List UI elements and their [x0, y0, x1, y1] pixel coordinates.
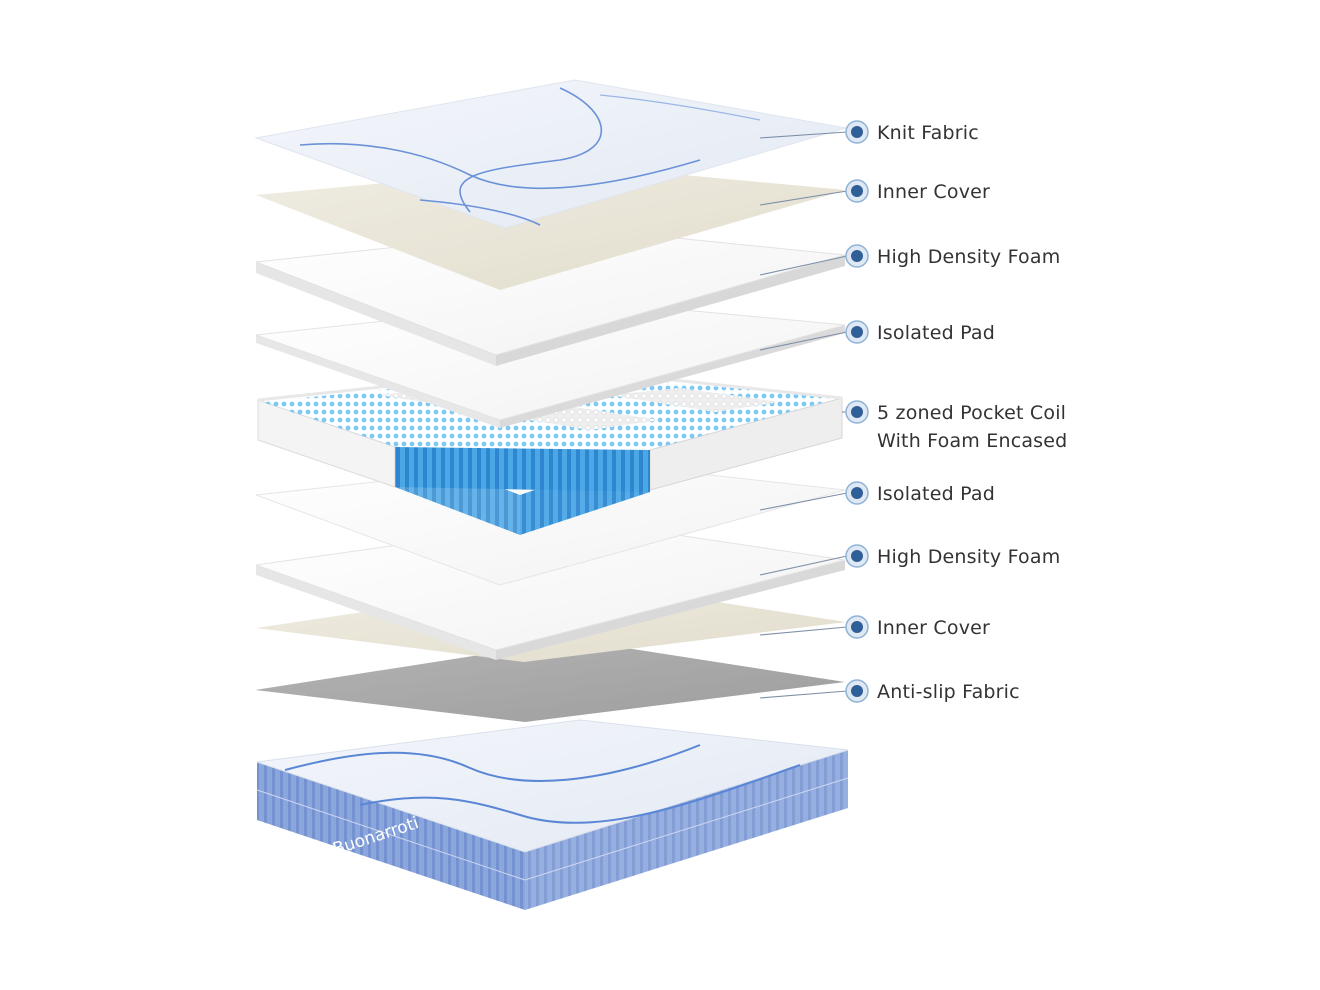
layer-inner-cover-top [256, 165, 846, 290]
label-isolated-pad-bottom: Isolated Pad [877, 483, 995, 505]
layer-high-density-foam-bottom [255, 519, 846, 660]
label-pocket-coil: 5 zoned Pocket Coil [877, 402, 1066, 424]
knit-fabric-stripe [599, 94, 761, 121]
label-high-density-foam-bottom: High Density Foam [877, 546, 1060, 568]
label-inner-cover-top: Inner Cover [877, 181, 990, 203]
callout-dot-high-density-foam-top [851, 250, 863, 262]
foam-top-edge [256, 262, 496, 366]
knit-fabric-stripe [299, 142, 701, 190]
foam-bottom-edge [256, 565, 496, 660]
knit-fabric-stripe [459, 87, 603, 213]
layer-anti-slip-fabric [255, 640, 845, 722]
leader-line-anti-slip-fabric [759, 690, 848, 699]
leader-line-knit-fabric [759, 131, 848, 139]
knit-fabric-stripe [419, 199, 541, 226]
leader-line-inner-cover-bottom [759, 626, 848, 636]
isolated-pad-top-edge-right [500, 325, 845, 428]
coil-cutaway-front [395, 447, 520, 535]
label-inner-cover-bottom: Inner Cover [877, 617, 990, 639]
callout-dot-pocket-coil [851, 406, 863, 418]
label-anti-slip-fabric: Anti-slip Fabric [877, 681, 1020, 703]
leader-line-isolated-pad-bottom [759, 492, 848, 511]
label-pocket-coil-line2: With Foam Encased [877, 430, 1067, 452]
label-knit-fabric: Knit Fabric [877, 122, 979, 144]
finished-mattress: Buonarroti [256, 719, 849, 910]
mattress-side-stripe [256, 777, 849, 881]
mattress-top-stripe [359, 764, 801, 824]
label-high-density-foam-top: High Density Foam [877, 246, 1060, 268]
inner-cover-top-sheet [256, 165, 846, 290]
callout-dot-high-density-foam-bottom [851, 550, 863, 562]
isolated-pad-top-edge [256, 335, 500, 428]
mattress-top-stripe [284, 744, 701, 782]
label-isolated-pad-top: Isolated Pad [877, 322, 995, 344]
callout-dot-inner-cover-bottom [851, 621, 863, 633]
leader-line-inner-cover-top [759, 190, 848, 206]
layer-pocket-coil [257, 366, 843, 535]
callout-dot-knit-fabric [851, 126, 863, 138]
foam-bottom-edge-right [496, 560, 845, 660]
leader-line-high-density-foam-top [759, 255, 848, 276]
mattress-side-front [257, 762, 525, 910]
mattress-side-right [525, 750, 848, 910]
coil-zone-white [610, 388, 780, 412]
layer-high-density-foam-top [255, 227, 846, 366]
coil-cutaway-front-right [520, 450, 650, 535]
callout-dot-isolated-pad-top [851, 326, 863, 338]
leader-line-isolated-pad-top [759, 331, 848, 351]
callout-dot-isolated-pad-bottom [851, 487, 863, 499]
anti-slip-fabric-sheet [255, 640, 845, 722]
leader-line-high-density-foam-bottom [759, 555, 848, 576]
foam-top-edge-right [496, 255, 845, 366]
callout-dot-inner-cover-top [851, 185, 863, 197]
callout-dot-anti-slip-fabric [851, 685, 863, 697]
